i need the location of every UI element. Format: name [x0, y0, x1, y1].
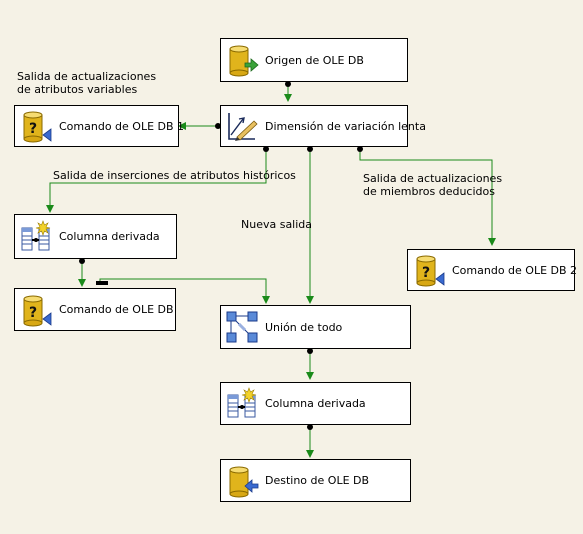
derived-column-icon	[227, 386, 257, 417]
flow-label-actualizaciones-variables: Salida de actualizaciones de atributos v…	[17, 70, 156, 96]
node-comando-ole-db-1[interactable]: ? Comando de OLE DB 1	[14, 105, 184, 147]
connector-dimension-columna1[interactable]	[46, 147, 267, 213]
node-label: Columna derivada	[265, 397, 366, 410]
derived-column-icon	[21, 219, 51, 250]
connector-dimension-comando2[interactable]	[359, 147, 496, 246]
node-label: Comando de OLE DB 2	[452, 263, 578, 277]
node-label: Comando de OLE DB 1	[59, 119, 185, 133]
output-port-dot[interactable]	[307, 424, 313, 430]
database-destination-icon	[229, 466, 259, 497]
output-port-dot[interactable]	[79, 258, 85, 264]
output-port-dot[interactable]	[285, 81, 291, 87]
output-port-dot[interactable]	[307, 146, 313, 152]
node-destino-ole-db[interactable]: Destino de OLE DB	[220, 459, 411, 502]
svg-text:?: ?	[29, 121, 37, 137]
node-dimension-variacion-lenta[interactable]: Dimensión de variación lenta	[220, 105, 426, 147]
node-label: Destino de OLE DB	[265, 474, 370, 487]
database-command-icon: ?	[416, 255, 445, 287]
flow-label-line: Salida de actualizaciones	[17, 70, 157, 83]
flow-label-inserciones-historicos: Salida de inserciones de atributos histó…	[53, 169, 296, 182]
node-label: Origen de OLE DB	[265, 53, 364, 67]
flow-label-line: de miembros deducidos	[363, 185, 495, 198]
node-columna-derivada-2[interactable]: Columna derivada	[220, 382, 411, 425]
node-comando-ole-db[interactable]: ? Comando de OLE DB	[14, 288, 176, 331]
node-label: Unión de todo	[265, 320, 343, 334]
database-command-icon: ?	[23, 111, 52, 143]
union-all-icon	[226, 311, 258, 343]
node-label: Comando de OLE DB	[59, 303, 174, 316]
flow-label-line: de atributos variables	[17, 83, 138, 96]
output-port-dot[interactable]	[263, 146, 269, 152]
node-label: Columna derivada	[59, 230, 160, 243]
node-union-de-todo[interactable]: Unión de todo	[220, 305, 411, 349]
database-source-icon	[229, 45, 259, 77]
node-comando-ole-db-2[interactable]: ? Comando de OLE DB 2	[407, 249, 578, 291]
output-port-dot[interactable]	[307, 348, 313, 354]
svg-text:?: ?	[422, 265, 430, 281]
flow-label-line: Salida de actualizaciones	[363, 172, 503, 185]
node-label: Dimensión de variación lenta	[265, 119, 426, 133]
svg-text:?: ?	[29, 305, 37, 321]
flow-label-nueva-salida: Nueva salida	[241, 218, 313, 231]
node-origen-ole-db[interactable]: Origen de OLE DB	[220, 38, 408, 82]
output-port-dot[interactable]	[357, 146, 363, 152]
output-port-bar[interactable]	[96, 281, 108, 285]
slowly-changing-dimension-icon	[228, 113, 258, 141]
flow-label-miembros-deducidos: Salida de actualizaciones de miembros de…	[363, 172, 502, 198]
database-command-icon: ?	[23, 295, 52, 326]
output-port-dot[interactable]	[215, 123, 221, 129]
node-columna-derivada-1[interactable]: Columna derivada	[14, 214, 177, 259]
